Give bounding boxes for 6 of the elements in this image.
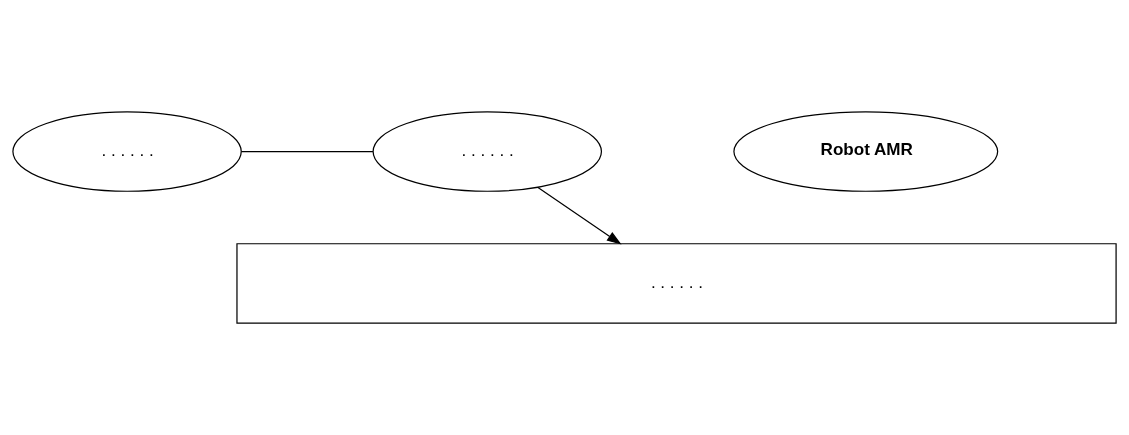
arrow — [537, 186, 622, 245]
node-box: . . . . . . — [236, 243, 1117, 324]
node-ellipse: . . . . . . — [12, 111, 242, 192]
node-ellipse: . . . . . . — [372, 111, 603, 192]
connector — [240, 150, 374, 153]
node-ellipse: Robot AMR — [733, 111, 999, 192]
